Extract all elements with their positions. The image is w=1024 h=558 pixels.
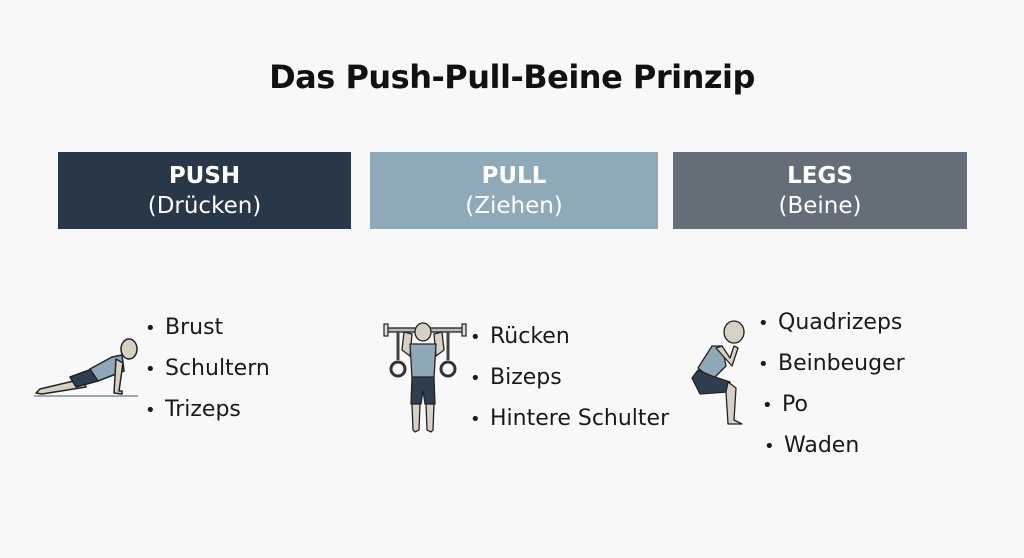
push-sublabel: (Drücken) <box>147 193 262 219</box>
list-item: •Beinbeuger <box>758 351 905 376</box>
list-item: •Bizeps <box>470 365 562 390</box>
list-item: •Trizeps <box>145 397 241 422</box>
push-header: PUSH (Drücken) <box>58 152 351 229</box>
list-item: •Rücken <box>470 324 570 349</box>
list-item: •Hintere Schulter <box>470 406 670 431</box>
pull-header: PULL (Ziehen) <box>370 152 658 229</box>
push-label: PUSH <box>168 163 241 189</box>
list-item: •Po <box>762 392 808 417</box>
push-muscle-list: •Brust •Schultern •Trizeps <box>145 308 270 431</box>
list-item: •Brust <box>145 315 224 340</box>
pull-up-rings-figure-icon <box>383 322 467 433</box>
list-item: •Schultern <box>145 356 270 381</box>
legs-header: LEGS (Beine) <box>673 152 967 229</box>
push-up-figure-icon <box>34 338 138 397</box>
pull-sublabel: (Ziehen) <box>465 193 563 219</box>
pull-muscle-list: •Rücken •Bizeps •Hintere Schulter <box>470 317 669 440</box>
squat-figure-icon <box>691 320 745 425</box>
list-item: •Quadrizeps <box>758 310 903 335</box>
legs-label: LEGS <box>787 163 853 189</box>
pull-label: PULL <box>481 163 547 189</box>
legs-sublabel: (Beine) <box>778 193 862 219</box>
legs-muscle-list: •Quadrizeps •Beinbeuger •Po •Waden <box>758 303 905 467</box>
list-item: •Waden <box>764 433 860 458</box>
page-title: Das Push-Pull-Beine Prinzip <box>269 58 755 96</box>
